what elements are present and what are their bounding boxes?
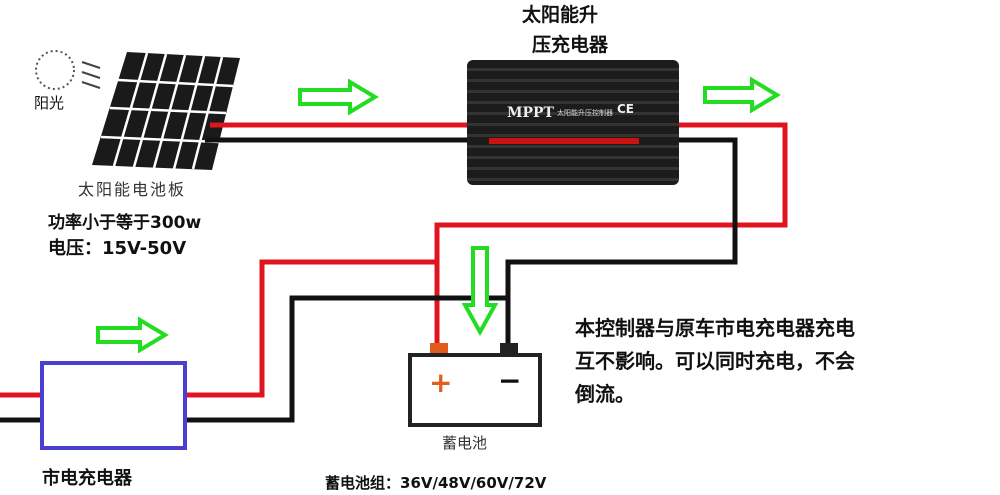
sun-icon	[35, 50, 101, 90]
note-line-1: 本控制器与原车市电充电器充电	[575, 316, 855, 340]
ce-mark: CE	[617, 102, 635, 116]
charger-label: 市电充电器	[42, 468, 132, 489]
note-line-2: 互不影响。可以同时充电，不会	[575, 349, 855, 373]
controller-band	[489, 138, 639, 144]
battery-label: 蓄电池	[442, 434, 488, 452]
arrow-down-icon	[461, 246, 499, 337]
mains-charger-box	[40, 361, 187, 450]
wires	[0, 122, 788, 423]
panel-power: 功率小于等于300w	[48, 213, 202, 233]
output-negative-wire	[505, 137, 738, 345]
note-line-3: 倒流。	[575, 382, 635, 406]
controller-brand: MPPT	[507, 105, 554, 121]
battery-plus: +	[429, 366, 453, 399]
mppt-controller: MPPT 太阳能升压控制器 CE	[467, 60, 679, 185]
charger-positive-wire	[185, 259, 437, 398]
battery-minus: −	[498, 364, 522, 397]
battery-group: 蓄电池组：36V/48V/60V/72V	[325, 474, 547, 492]
controller-device-label: 太阳能升压控制器	[557, 109, 613, 117]
arrow-right-icon	[96, 316, 169, 354]
controller-title-2: 压充电器	[532, 34, 609, 56]
panel-voltage: 电压：15V-50V	[48, 238, 187, 259]
output-positive-wire	[434, 122, 788, 345]
arrow-right-icon	[298, 78, 379, 116]
arrow-right-icon	[703, 76, 781, 114]
battery-icon	[408, 343, 542, 427]
charger-negative-wire	[185, 295, 508, 423]
sun-label: 阳光	[34, 94, 65, 112]
controller-title-1: 太阳能升	[522, 4, 599, 26]
note: 本控制器与原车市电充电器充电 互不影响。可以同时充电，不会 倒流。	[575, 312, 855, 411]
solar-panel-icon	[92, 52, 240, 170]
panel-label: 太阳能电池板	[78, 180, 187, 199]
